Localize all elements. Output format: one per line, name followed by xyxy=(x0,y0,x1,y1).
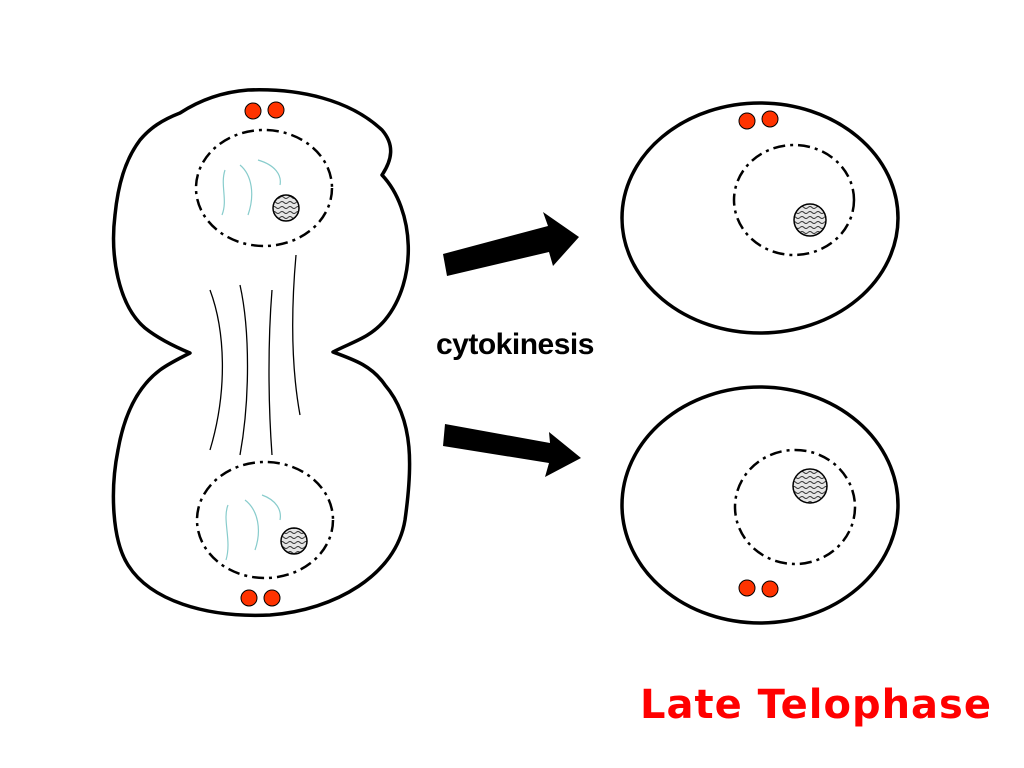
stage-title: Late Telophase xyxy=(640,682,992,728)
daughter-centriole-top-right xyxy=(761,110,779,128)
daughter-centriole-bottom-right xyxy=(761,580,779,598)
chromatin-bottom xyxy=(225,494,281,561)
daughter-cell-top-membrane xyxy=(620,101,900,335)
centriole-bottom-left xyxy=(240,589,258,607)
process-label: cytokinesis xyxy=(436,328,594,361)
centriole-bottom-right xyxy=(263,589,281,607)
centriole-top-left xyxy=(244,102,262,120)
daughter-nucleus-top xyxy=(732,143,856,257)
daughter-nucleus-bottom xyxy=(733,448,857,566)
daughter-centriole-bottom-left xyxy=(738,579,756,597)
centriole-top-right xyxy=(267,101,285,119)
chromatin-top xyxy=(221,159,281,216)
dividing-cell-membrane xyxy=(111,88,412,618)
nuclear-envelope-bottom xyxy=(195,460,335,580)
nucleolus-bottom xyxy=(280,527,308,555)
daughter-nucleolus-top xyxy=(793,203,827,237)
nucleolus-top xyxy=(272,194,300,222)
spindle-fibers xyxy=(209,254,301,456)
daughter-nucleolus-bottom xyxy=(792,468,828,504)
daughter-cell-bottom-membrane xyxy=(620,385,900,625)
arrow-right-icon xyxy=(443,424,581,477)
daughter-centriole-top-left xyxy=(738,112,756,130)
arrow-right-icon xyxy=(443,212,579,276)
nuclear-envelope-top xyxy=(194,128,334,248)
